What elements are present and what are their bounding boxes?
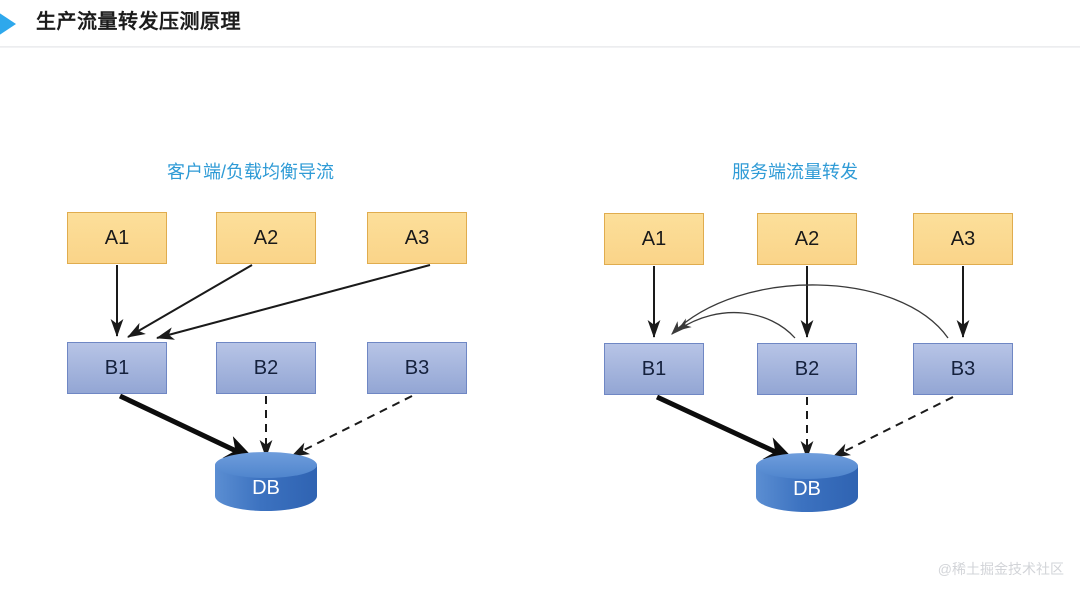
db-top-ellipse (215, 452, 317, 478)
node-right-a3[interactable]: A3 (913, 213, 1013, 265)
edge-r-b2-b1 (676, 311, 796, 339)
node-right-db[interactable]: DB (756, 453, 858, 517)
node-left-a2[interactable]: A2 (216, 212, 316, 264)
node-left-a1[interactable]: A1 (67, 212, 167, 264)
node-right-b1[interactable]: B1 (604, 343, 704, 395)
header-divider (0, 46, 1080, 48)
node-left-b3[interactable]: B3 (367, 342, 467, 394)
node-left-db[interactable]: DB (215, 452, 317, 516)
edge-r-b3-db (832, 396, 954, 458)
node-right-b3[interactable]: B3 (913, 343, 1013, 395)
watermark: @稀土掘金技术社区 (937, 561, 1064, 577)
edge-r-b1-db (655, 394, 796, 463)
page-title: 生产流量转发压测原理 (36, 11, 241, 33)
accent-arrow-icon (0, 4, 16, 44)
panel-title-left: 客户端/负载均衡导流 (167, 162, 335, 182)
db-label: DB (793, 477, 821, 500)
edge-a3-b1 (156, 264, 431, 340)
db-label: DB (252, 476, 280, 499)
edge-a2-b1 (127, 264, 253, 338)
node-left-a3[interactable]: A3 (367, 212, 467, 264)
node-right-a1[interactable]: A1 (604, 213, 704, 265)
node-right-a2[interactable]: A2 (757, 213, 857, 265)
edge-b1-db (118, 393, 256, 462)
node-left-b1[interactable]: B1 (67, 342, 167, 394)
panel-title-right: 服务端流量转发 (732, 162, 858, 182)
edge-b3-db (291, 395, 413, 457)
db-top-ellipse (756, 453, 858, 479)
node-right-b2[interactable]: B2 (757, 343, 857, 395)
edge-r-b3-b1 (671, 284, 949, 339)
node-left-b2[interactable]: B2 (216, 342, 316, 394)
page-header: 生产流量转发压测原理 (0, 0, 1080, 48)
